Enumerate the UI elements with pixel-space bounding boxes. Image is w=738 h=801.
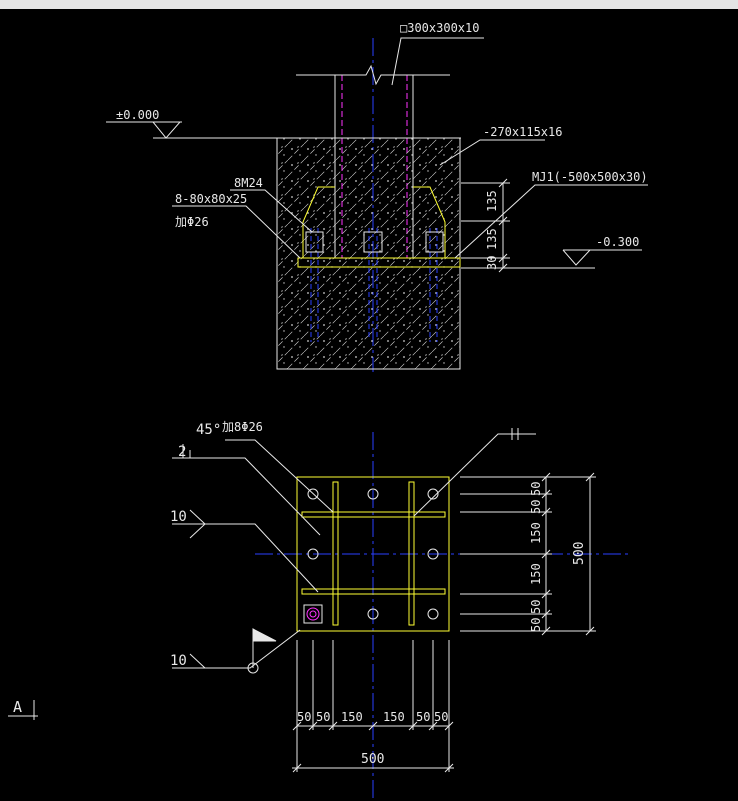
plan-bottom-extensions [296, 640, 450, 772]
plan-right-total: 500 [572, 542, 587, 565]
stiffener-leader [439, 139, 545, 166]
plan-bottom-dim-2: 50 [316, 710, 330, 724]
plan-right-extensions [460, 476, 596, 632]
plan-bottom-dim-6: 50 [434, 710, 448, 724]
column-break-line [296, 64, 450, 86]
plate-level-label: -0.300 [596, 235, 639, 249]
anchor-label: 8M24 [234, 176, 263, 190]
weld-symbol-mid [189, 509, 206, 539]
plan-bottom-dim-4: 150 [383, 710, 405, 724]
shear-key-leader [172, 205, 301, 259]
shear-key-label: 8-80x80x25 [175, 192, 247, 206]
plan-bottom-dim-1: 50 [297, 710, 311, 724]
dim-upper: 135 [485, 190, 499, 212]
ground-level-label: ±0.000 [116, 108, 159, 122]
anchor-bolts [310, 228, 438, 342]
plan-bottom-total: 500 [361, 752, 384, 767]
rebar-label: 加Φ26 [175, 215, 209, 229]
dim-lower: 30 [485, 256, 499, 270]
plan-anchor-bolts [307, 488, 439, 620]
plan-right-dim-6: 50 [529, 618, 543, 632]
stiffener-left [302, 186, 335, 258]
plan-column-tube [301, 481, 446, 626]
plan-rebar-label: 加8Φ26 [222, 420, 263, 434]
base-plate-label: MJ1(-500x500x30) [532, 170, 648, 184]
plan-view [8, 428, 632, 798]
stiffener-label: -270x115x16 [483, 125, 562, 139]
base-plate [297, 257, 461, 268]
plan-marked-bolt [303, 604, 323, 624]
weld-symbol-top [182, 444, 191, 458]
plan-right-dim-1: 50 [529, 482, 543, 496]
dim-middle: 135 [485, 228, 499, 250]
anchor-nuts [305, 231, 444, 253]
plan-weld-leader-mid [172, 523, 319, 593]
anchor-leader [230, 189, 313, 233]
plan-base-plate [296, 476, 450, 632]
plan-weld-angle: 45° [196, 422, 221, 438]
plan-right-dim-4: 150 [529, 563, 543, 585]
section-mark-line [8, 700, 38, 720]
elevation-view [106, 37, 648, 372]
plan-right-dim-2: 50 [529, 500, 543, 514]
elevation-dim-ticks [498, 178, 508, 273]
plan-rebar-leader [225, 439, 334, 513]
plan-bottom-dim-3: 150 [341, 710, 363, 724]
section-mark-label: A [13, 698, 22, 716]
plan-bottom-dim-5: 50 [416, 710, 430, 724]
weld-symbol-bot [189, 653, 207, 669]
base-plate-leader [454, 184, 648, 259]
plan-right-dim-5: 50 [529, 600, 543, 614]
site-weld-circle [247, 662, 259, 674]
plate-level-symbol [562, 249, 591, 266]
plan-weld-size-top: 2 [178, 444, 186, 460]
plan-dim-ticks [292, 472, 595, 773]
plan-upper-right-leader [413, 428, 536, 517]
plate-level-line [461, 249, 642, 269]
site-weld-flag [252, 628, 277, 642]
elevation-dim-line [461, 182, 510, 269]
stiffener-right [413, 186, 446, 258]
ground-line [106, 121, 461, 139]
window-top-bar [0, 0, 738, 9]
plan-right-dim-3: 150 [529, 522, 543, 544]
column-label: □300x300x10 [400, 21, 479, 35]
plan-weld-leader-bot [172, 629, 301, 669]
ground-level-symbol [152, 121, 181, 139]
plan-weld-size-mid: 10 [170, 509, 187, 525]
column-label-leader [391, 37, 484, 86]
plan-weld-size-bot: 10 [170, 653, 187, 669]
plan-weld-leader-top [172, 457, 321, 536]
